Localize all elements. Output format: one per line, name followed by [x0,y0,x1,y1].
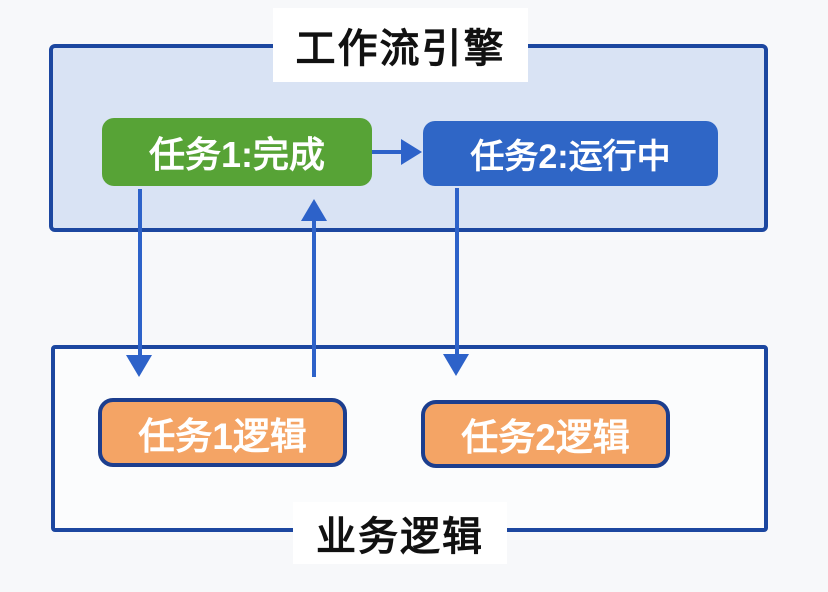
arrow-logic-to-engine-line [312,219,316,377]
arrow-engine-to-logic1-line [138,189,142,357]
arrow-engine-to-logic2-head-icon [443,354,469,376]
arrow-engine-to-logic2-line [455,188,459,356]
task1-complete-node: 任务1:完成 [102,118,372,186]
arrow-task1-to-task2-line [372,150,402,154]
task2-running-node: 任务2:运行中 [423,121,718,186]
business-logic-label: 业务逻辑 [293,502,507,564]
workflow-engine-label: 工作流引擎 [273,8,528,82]
arrow-engine-to-logic1-head-icon [126,355,152,377]
task2-logic-node: 任务2逻辑 [421,400,670,468]
arrow-logic-to-engine-head-icon [301,199,327,221]
task1-logic-node: 任务1逻辑 [98,398,347,467]
arrow-task1-to-task2-head-icon [401,139,422,165]
